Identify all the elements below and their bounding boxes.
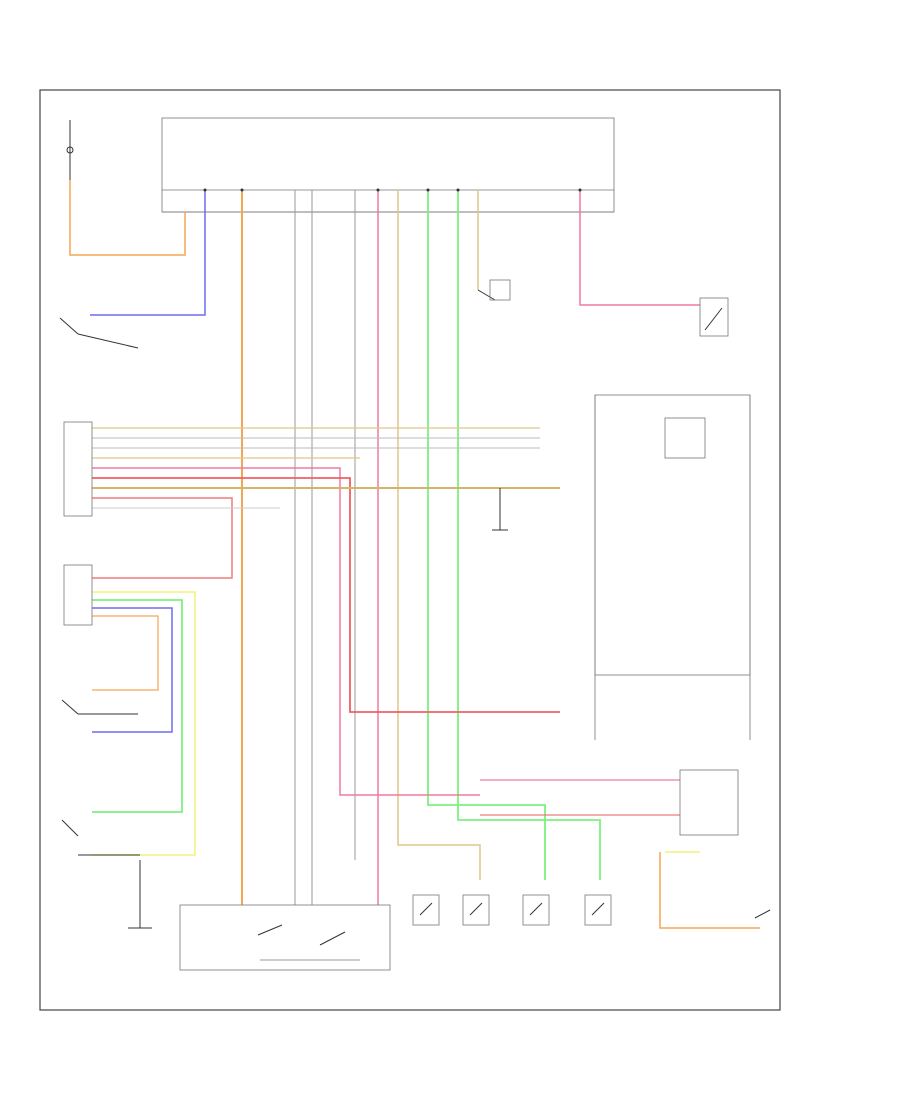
right-connector-box [679, 769, 739, 836]
relay-1 [412, 894, 440, 926]
wire-orange-bottom-right [659, 852, 760, 929]
relay-4 [584, 894, 612, 926]
right-module [594, 394, 751, 740]
relay-3 [522, 894, 550, 926]
wire-harness-row-6 [92, 477, 560, 713]
wire-green-left [92, 599, 183, 813]
switch-left-2 [61, 699, 138, 715]
ground-bottom-left [128, 860, 152, 929]
wire-orange-top [69, 180, 186, 256]
right-top-relay [699, 297, 729, 337]
power-source-top-left [66, 120, 74, 180]
switch-bottom-right [754, 909, 771, 919]
wire-harness-row-5 [92, 467, 480, 796]
left-connector-upper [63, 421, 93, 517]
connector-dots [203, 188, 582, 192]
bottom-switch-assembly [179, 904, 391, 971]
control-unit [161, 117, 615, 213]
wire-orange-left [92, 615, 159, 691]
left-connector-lower [63, 564, 93, 626]
wire-pink-right [579, 190, 700, 306]
diagram-border [39, 89, 781, 1011]
wire-harness-row-8 [92, 497, 233, 579]
wire-tan-1 [397, 190, 481, 880]
wire-blue-left [92, 607, 173, 733]
wire-green-1 [427, 190, 546, 880]
center-relay [477, 279, 511, 301]
wire-harness [69, 180, 760, 929]
switch-left-3 [61, 819, 140, 856]
wire-blue-top [90, 190, 206, 316]
center-ground [492, 488, 508, 531]
relay-2 [462, 894, 490, 926]
wire-green-2 [457, 190, 601, 880]
switch-left-1 [59, 317, 139, 349]
wire-yellow [92, 591, 196, 856]
relay-row [412, 894, 612, 926]
